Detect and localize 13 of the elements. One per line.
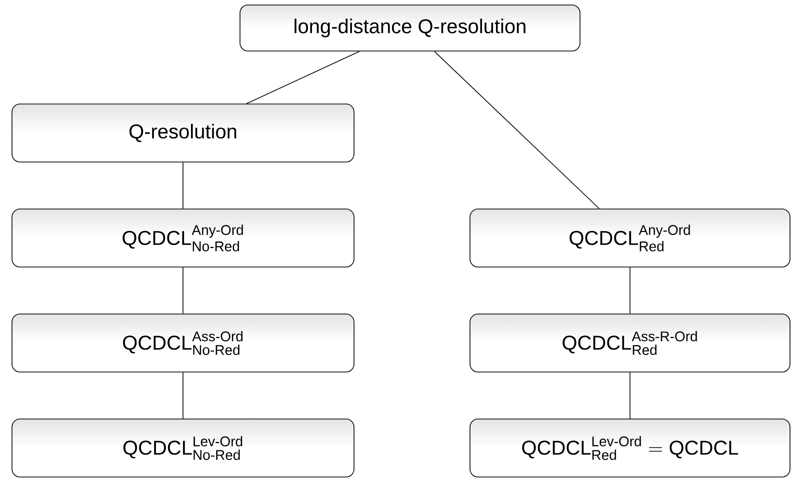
connector-line [182, 372, 184, 419]
process-box: $\text{QCDCL}^{\text{\textsc{Ass-R-Ord}}}_{\text{\textsc{Red}}}$ [470, 314, 790, 372]
process-box: $\text{QCDCL}^{\text{\textsc{Lev-Ord}}}_{\text{\textsc{No-Red}}}$ [12, 418, 354, 478]
process-box: $\text{QCDCL}^{\text{\textsc{Lev-Ord}}}_{\text{\textsc{Red}}} = \text{QCDCL}$ [470, 418, 790, 478]
connector-line [182, 267, 184, 314]
connector-line [246, 51, 360, 104]
connector-line [182, 162, 184, 209]
connector-line [434, 51, 600, 209]
process-box: $\text{QCDCL}^{\text{\textsc{Any-Ord}}}_{\text{\textsc{No-Red}}}$ [12, 208, 354, 268]
process-box: long-distance Q-resolution [240, 4, 580, 52]
process-box: $\text{QCDCL}^{\text{\textsc{Ass-Ord}}}_{\text{\textsc{No-Red}}}$ [12, 314, 354, 372]
process-box: $\text{QCDCL}^{\text{\textsc{Any-Ord}}}_{\text{\textsc{Red}}}$ [470, 208, 790, 268]
process-box: Q-resolution [12, 104, 354, 162]
